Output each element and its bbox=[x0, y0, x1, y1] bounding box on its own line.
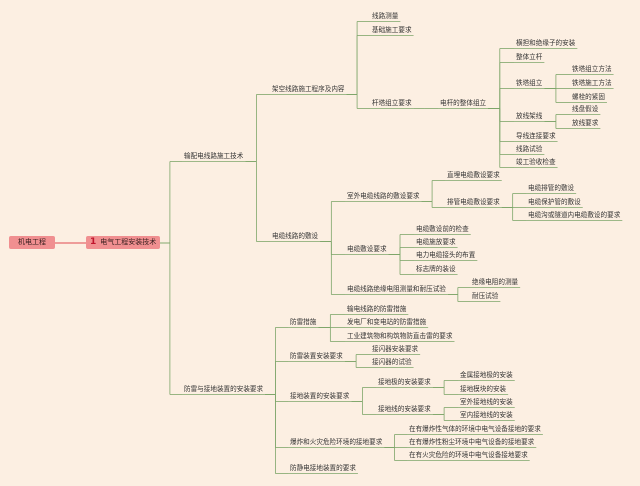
node-e1[interactable]: 接闪器安装要求 bbox=[372, 345, 419, 353]
node-f2b[interactable]: 室内接地线的安装 bbox=[460, 411, 513, 419]
node-p2[interactable]: 电缆保护管的敷设 bbox=[528, 198, 581, 206]
node-n1b3[interactable]: 电缆线路绝缘电阻测量和耐压试验 bbox=[347, 285, 446, 293]
node-n1a3[interactable]: 杆塔组立要求 bbox=[372, 99, 412, 107]
main-topic-label: 电气工程安装技术 bbox=[100, 238, 157, 246]
node-c3[interactable]: 电力电缆接头的布置 bbox=[416, 251, 476, 259]
node-h3[interactable]: 在有火灾危险的环境中电气设备接地要求 bbox=[409, 451, 528, 459]
node-d2[interactable]: 发电厂和变电站的防雷措施 bbox=[347, 318, 427, 326]
node-t1[interactable]: 绝缘电阻的测量 bbox=[472, 278, 519, 286]
node-n1b[interactable]: 电缆线路的敷设 bbox=[272, 232, 319, 240]
node-g3c[interactable]: 螺栓的紧固 bbox=[572, 93, 605, 101]
node-t2[interactable]: 耐压试验 bbox=[472, 292, 499, 300]
node-f1b[interactable]: 接地模块的安装 bbox=[460, 385, 507, 393]
node-g3a[interactable]: 铁塔组立方法 bbox=[572, 65, 612, 73]
node-g7[interactable]: 竣工验收检查 bbox=[516, 158, 556, 166]
node-n1b1b[interactable]: 排管电缆敷设要求 bbox=[447, 198, 500, 206]
node-n2b[interactable]: 防雷装置安装要求 bbox=[290, 352, 343, 360]
node-n1a2[interactable]: 基础施工要求 bbox=[372, 26, 412, 34]
node-d3[interactable]: 工业建筑物和构筑物防直击雷的要求 bbox=[347, 332, 453, 340]
root-node[interactable]: 机电工程 bbox=[9, 236, 55, 249]
node-g6[interactable]: 线路试验 bbox=[516, 145, 543, 153]
priority-badge: 1 bbox=[90, 237, 97, 247]
node-g4a[interactable]: 线盘假设 bbox=[572, 105, 599, 113]
node-n1a[interactable]: 架空线路施工程序及内容 bbox=[272, 85, 345, 93]
node-p1[interactable]: 电缆排管的敷设 bbox=[528, 184, 575, 192]
node-n1a3a[interactable]: 电杆的整体组立 bbox=[440, 99, 487, 107]
node-f2a[interactable]: 室外接地线的安装 bbox=[460, 398, 513, 406]
node-n2c[interactable]: 接地装置的安装要求 bbox=[290, 392, 350, 400]
node-g3b[interactable]: 铁塔施工方法 bbox=[572, 79, 612, 87]
node-d1[interactable]: 输电线路的防雷措施 bbox=[347, 305, 407, 313]
node-n1b1a[interactable]: 直埋电缆敷设要求 bbox=[447, 171, 500, 179]
node-e2[interactable]: 接闪器的试验 bbox=[372, 358, 412, 366]
node-h2[interactable]: 在有爆炸性粉尘环境中电气设备的接地要求 bbox=[409, 438, 535, 446]
node-f2[interactable]: 接地线的安装要求 bbox=[378, 405, 431, 413]
node-n1b2[interactable]: 电缆敷设要求 bbox=[347, 245, 387, 253]
node-f1a[interactable]: 金属接地极的安装 bbox=[460, 371, 513, 379]
node-p3[interactable]: 电缆沟或隧道内电缆敷设的要求 bbox=[528, 211, 621, 219]
node-g1[interactable]: 横担和绝缘子的安装 bbox=[516, 39, 576, 47]
node-c4[interactable]: 标志牌的装设 bbox=[416, 265, 456, 273]
node-c1[interactable]: 电缆敷设前的检查 bbox=[416, 225, 469, 233]
node-n1b1[interactable]: 室外电缆线路的敷设要求 bbox=[347, 192, 420, 200]
node-g5[interactable]: 导线连接要求 bbox=[516, 132, 556, 140]
node-g2[interactable]: 整体立杆 bbox=[516, 53, 543, 61]
node-n2d[interactable]: 爆炸和火灾危险环境的接地要求 bbox=[290, 438, 383, 446]
node-g3[interactable]: 铁塔组立 bbox=[516, 79, 543, 87]
node-n1a1[interactable]: 线路测量 bbox=[372, 12, 399, 20]
node-n1[interactable]: 输配电线路施工技术 bbox=[184, 152, 244, 160]
node-g4[interactable]: 放线架线 bbox=[516, 112, 543, 120]
node-c2[interactable]: 电缆施放要求 bbox=[416, 238, 456, 246]
node-n2e[interactable]: 防静电接地装置的要求 bbox=[290, 464, 356, 472]
node-h1[interactable]: 在有爆炸性气体的环境中电气设备接地的要求 bbox=[409, 425, 541, 433]
node-f1[interactable]: 接地极的安装要求 bbox=[378, 378, 431, 386]
node-n2a[interactable]: 防雷措施 bbox=[290, 318, 317, 326]
node-g4b[interactable]: 放线要求 bbox=[572, 119, 599, 127]
node-n2[interactable]: 防雷与接地装置的安装要求 bbox=[184, 385, 264, 393]
